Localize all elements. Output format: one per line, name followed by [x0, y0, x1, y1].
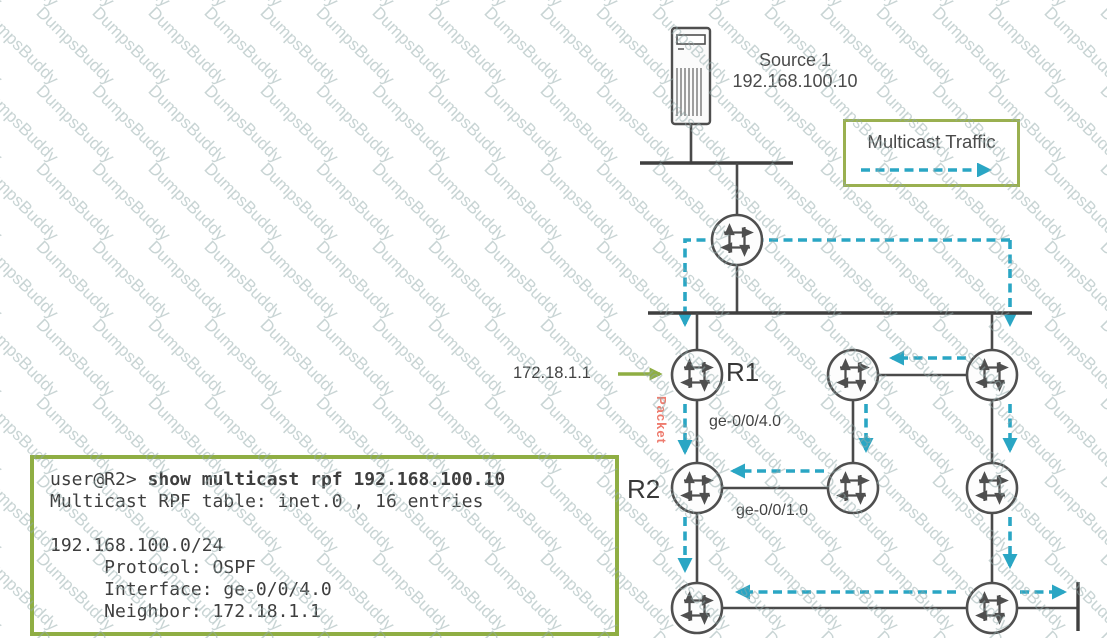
router-label-r2: R2 — [627, 474, 661, 504]
interface-label-ge-0-0-1: ge-0/0/1.0 — [736, 502, 809, 519]
source-ip: 192.168.100.10 — [732, 71, 858, 91]
cli-line: Neighbor: 172.18.1.1 — [50, 601, 321, 622]
flow-core-to-r1 — [677, 238, 1010, 327]
router-icon-right-mid — [965, 461, 1019, 515]
source-label: Source 1 192.168.100.10 — [715, 50, 875, 92]
router-icon-core — [710, 213, 764, 267]
source-name: Source 1 — [758, 50, 832, 70]
router-icon-right-top — [965, 348, 1019, 402]
cli-line: Interface: ge-0/0/4.0 — [50, 579, 332, 600]
cli-line: 192.168.100.0/24 — [50, 535, 224, 556]
router-label-r1: R1 — [726, 357, 760, 387]
interface-label-ge-0-0-4: ge-0/0/4.0 — [709, 413, 782, 430]
router-icon-mid-mid — [826, 461, 880, 515]
router-icon-mid-top — [826, 348, 880, 402]
server-icon — [670, 26, 712, 126]
multicast-traffic-legend: Multicast Traffic — [843, 119, 1020, 187]
neighbor-ip-label: 172.18.1.1 — [513, 364, 591, 382]
router-icon-bottom-right — [965, 581, 1019, 635]
multicast-flow — [677, 238, 1067, 600]
cli-line: Multicast RPF table: inet.0 , 16 entries — [50, 491, 484, 512]
packet-label: Packet — [654, 396, 669, 444]
cli-command: show multicast rpf 192.168.100.10 — [147, 469, 506, 490]
router-icon-r2 — [670, 461, 724, 515]
cli-line: Protocol: OSPF — [50, 557, 256, 578]
router-icon-r1 — [670, 348, 724, 402]
cli-prompt: user@R2> — [50, 469, 148, 490]
cli-command-line: user@R2> show multicast rpf 192.168.100.… — [50, 469, 615, 491]
legend-title: Multicast Traffic — [867, 131, 996, 152]
cli-output-box: user@R2> show multicast rpf 192.168.100.… — [30, 455, 619, 636]
router-icon-bottom-left — [670, 581, 724, 635]
multicast-dash-arrow-icon — [860, 163, 992, 177]
topology-links — [640, 124, 1080, 631]
cli-line — [50, 513, 615, 535]
